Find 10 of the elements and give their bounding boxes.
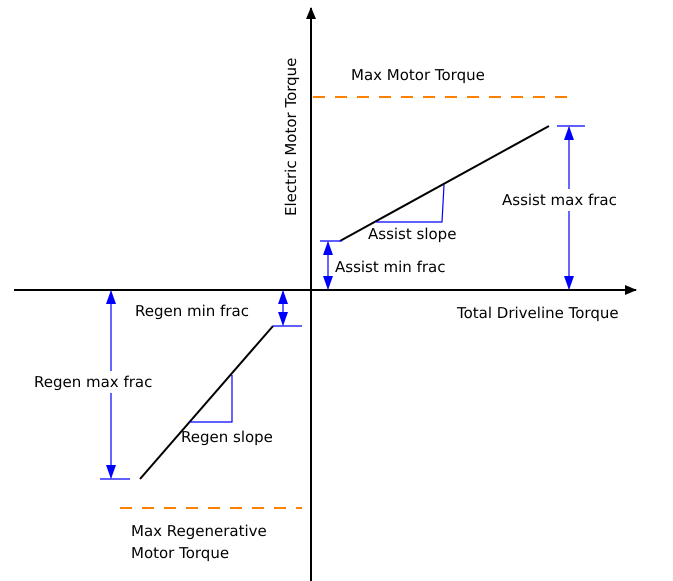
slope-label: Regen slope xyxy=(181,427,273,448)
axis-title: Electric Motor Torque xyxy=(281,58,301,216)
limit-label: Max Regenerative Motor Torque xyxy=(131,521,268,564)
limit-label: Max Motor Torque xyxy=(351,65,485,86)
dimension-label: Regen min frac xyxy=(135,301,249,322)
dimension-label: Assist min frac xyxy=(335,257,446,278)
dimension-label: Assist max frac xyxy=(502,189,617,211)
dimension-label: Regen max frac xyxy=(34,371,152,393)
slope-label: Assist slope xyxy=(368,224,456,245)
axis-title: Total Driveline Torque xyxy=(457,303,619,324)
